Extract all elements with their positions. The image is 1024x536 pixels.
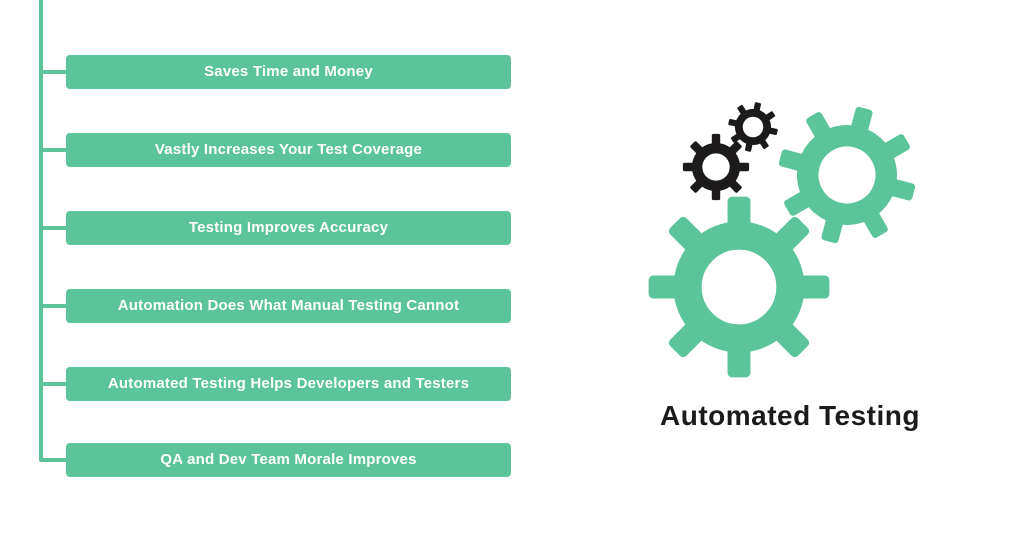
tree-branch-line [41, 458, 68, 462]
tree-branch-line [41, 304, 68, 308]
benefit-row: Vastly Increases Your Test Coverage [0, 133, 520, 169]
benefit-bar-helps-devs: Automated Testing Helps Developers and T… [66, 367, 511, 401]
benefit-bar-saves-time: Saves Time and Money [66, 55, 511, 89]
benefit-bar-manual-cannot: Automation Does What Manual Testing Cann… [66, 289, 511, 323]
benefit-bar-test-coverage: Vastly Increases Your Test Coverage [66, 133, 511, 167]
illustration-caption: Automated Testing [660, 400, 920, 431]
tree-branch-line [41, 148, 68, 152]
benefit-bar-accuracy: Testing Improves Accuracy [66, 211, 511, 245]
gear-large [649, 197, 830, 378]
gear-black-medium [683, 134, 749, 200]
benefit-row: Automation Does What Manual Testing Cann… [0, 289, 520, 325]
benefit-row: Saves Time and Money [0, 55, 520, 91]
tree-branch-line [41, 226, 68, 230]
benefit-row: QA and Dev Team Morale Improves [0, 443, 520, 479]
tree-branch-line [41, 382, 68, 386]
benefit-bar-morale: QA and Dev Team Morale Improves [66, 443, 511, 477]
tree-branch-line [41, 70, 68, 74]
tree-trunk-line [39, 0, 43, 462]
benefit-row: Automated Testing Helps Developers and T… [0, 367, 520, 403]
gears-icon [600, 55, 990, 405]
benefit-row: Testing Improves Accuracy [0, 211, 520, 247]
